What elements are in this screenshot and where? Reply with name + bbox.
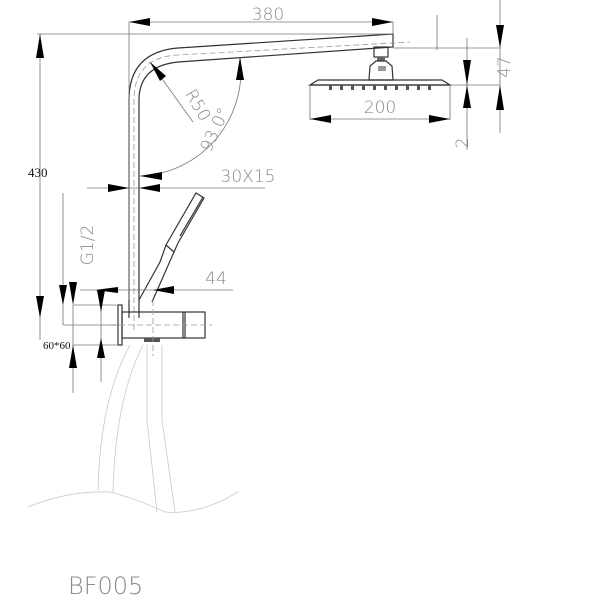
outlet-offset-label: 44 — [205, 269, 227, 289]
dimension-lines — [36, 0, 504, 393]
pipe-section-label: 30X15 — [221, 167, 276, 187]
total-height-label: 430 — [28, 165, 48, 180]
thread-label: G1/2 — [78, 225, 98, 266]
arm-length-label: 380 — [252, 5, 284, 25]
rain-shower-head — [307, 46, 453, 90]
model-label: BF005 — [68, 572, 143, 600]
bracket-size-label: 60*60 — [43, 340, 71, 352]
hand-shower — [138, 192, 205, 303]
wall-outlet-bracket — [110, 300, 212, 356]
head-height-label: 47 — [495, 56, 515, 78]
head-thickness-label: 2 — [453, 138, 473, 149]
shower-hose — [27, 344, 239, 513]
head-width-label: 200 — [364, 98, 396, 118]
